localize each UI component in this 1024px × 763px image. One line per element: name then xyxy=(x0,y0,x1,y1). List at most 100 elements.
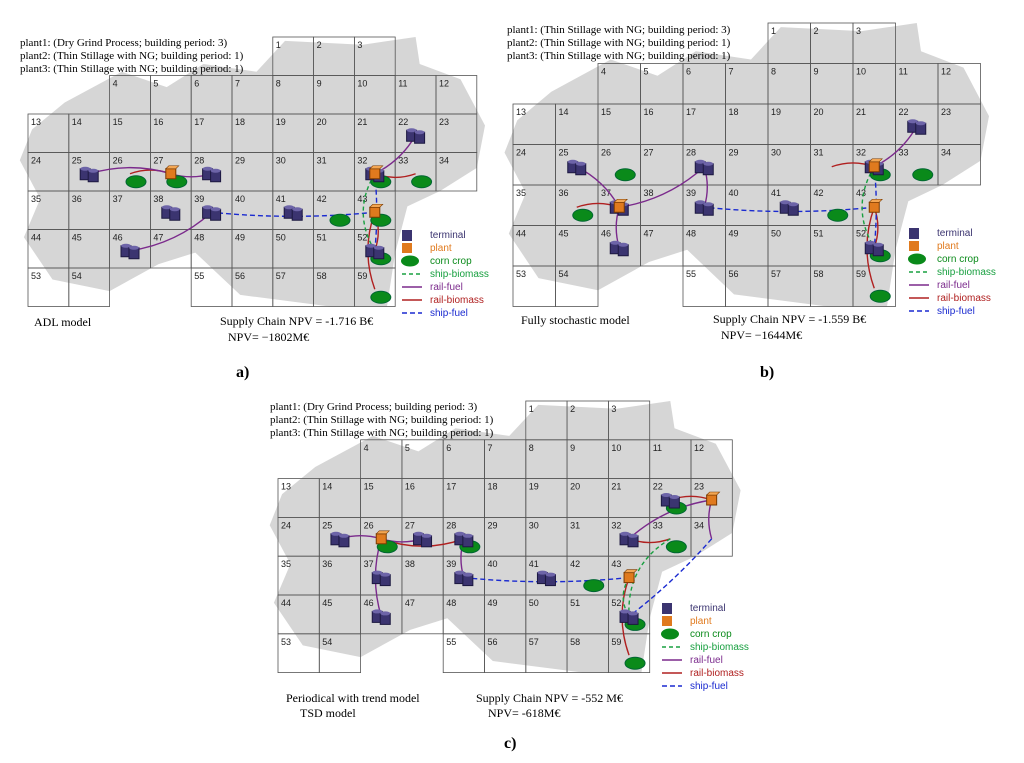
cell-number: 6 xyxy=(194,79,199,89)
npv: NPV= -618M€ xyxy=(488,706,561,720)
grid-cell xyxy=(690,516,733,557)
terminal-marker xyxy=(787,202,799,216)
cell-number: 58 xyxy=(814,269,824,279)
legend-ship-fuel-label: ship-fuel xyxy=(690,681,728,692)
cell-number: 59 xyxy=(611,637,621,647)
cell-number: 25 xyxy=(72,156,82,166)
cell-number: 12 xyxy=(694,443,704,453)
model-label: Fully stochastic model xyxy=(521,313,630,327)
cell-number: 23 xyxy=(439,117,449,127)
plant-top xyxy=(868,158,883,163)
terminal-top xyxy=(545,572,556,577)
legend-corn-icon xyxy=(401,255,419,267)
cell-number: 9 xyxy=(570,443,575,453)
cell-number: 24 xyxy=(31,156,41,166)
terminal-top xyxy=(575,161,586,166)
cell-number: 22 xyxy=(398,117,408,127)
cell-number: 28 xyxy=(194,156,204,166)
corn-crop-marker xyxy=(583,579,605,593)
cell-number: 8 xyxy=(529,443,534,453)
terminal-marker xyxy=(373,245,385,260)
model-label: Periodical with trend model xyxy=(286,691,420,705)
cell-number: 58 xyxy=(317,271,327,281)
cell-number: 45 xyxy=(559,229,569,239)
cell-number: 19 xyxy=(771,107,781,117)
cell-number: 24 xyxy=(281,520,291,530)
terminal-top xyxy=(669,495,680,499)
terminal-top xyxy=(80,166,91,171)
cell-number: 3 xyxy=(611,404,616,414)
cell-number: 10 xyxy=(856,67,866,77)
cell-number: 41 xyxy=(529,559,539,569)
terminal-marker xyxy=(627,533,639,548)
model-label: ADL model xyxy=(34,315,92,329)
cell-number: 53 xyxy=(281,637,291,647)
terminal-marker xyxy=(702,202,714,216)
terminal-marker xyxy=(421,533,433,548)
legend-corn-label: corn crop xyxy=(690,629,732,640)
cell-number: 43 xyxy=(357,194,367,204)
terminal-top xyxy=(567,159,578,164)
cell-number: 33 xyxy=(899,148,909,158)
plant1-text: plant1: (Dry Grind Process; building per… xyxy=(20,37,228,49)
cell-number: 52 xyxy=(611,598,621,608)
plant-body xyxy=(613,201,625,213)
legend-rail-biomass-label: rail-biomass xyxy=(430,295,484,306)
terminal-top xyxy=(373,245,384,250)
cell-number: 49 xyxy=(235,233,245,243)
cell-number: 1 xyxy=(276,40,281,50)
plant1-text: plant1: (Thin Stillage with NG; building… xyxy=(507,24,731,36)
plant-top xyxy=(868,198,883,203)
cell-number: 15 xyxy=(113,117,123,127)
cell-number: 9 xyxy=(814,67,819,77)
plant-top xyxy=(623,569,638,573)
cell-number: 50 xyxy=(771,229,781,239)
terminal-top xyxy=(284,205,295,210)
corn-crop-marker xyxy=(370,290,392,304)
cell-number: 17 xyxy=(686,107,696,117)
cell-number: 54 xyxy=(72,271,82,281)
cell-number: 11 xyxy=(398,79,407,89)
cell-number: 59 xyxy=(856,269,866,279)
legend-plant-label: plant xyxy=(937,241,959,252)
cell-number: 20 xyxy=(317,117,327,127)
terminal-top xyxy=(661,493,672,497)
legend-rail-fuel-label: rail-fuel xyxy=(690,655,723,666)
cell-number: 7 xyxy=(235,79,240,89)
cell-number: 30 xyxy=(771,148,781,158)
cell-number: 18 xyxy=(729,107,739,117)
cell-number: 47 xyxy=(405,598,415,608)
cell-number: 30 xyxy=(529,520,539,530)
corn-crop-marker xyxy=(572,208,594,222)
cell-number: 2 xyxy=(814,26,819,36)
grid-cell xyxy=(937,144,981,186)
cell-number: 51 xyxy=(814,229,824,239)
terminal-top xyxy=(365,243,376,248)
terminal-marker xyxy=(379,572,391,587)
terminal-top xyxy=(202,166,213,171)
cell-number: 54 xyxy=(559,269,569,279)
cell-number: 5 xyxy=(644,67,649,77)
plant-top xyxy=(375,530,390,535)
supply-chain-npv: Supply Chain NPV = -1.716 B€ xyxy=(220,314,374,328)
terminal-top xyxy=(865,240,876,245)
legend-terminal-icon xyxy=(662,603,672,614)
cell-number: 34 xyxy=(941,148,951,158)
cell-number: 50 xyxy=(276,233,286,243)
grid-cell xyxy=(435,152,478,192)
cell-number: 31 xyxy=(570,520,580,530)
plant-body xyxy=(706,494,718,506)
cell-number: 37 xyxy=(601,188,611,198)
rail-fuel-link xyxy=(628,499,712,540)
terminal-top xyxy=(210,207,221,212)
legend-rail-biomass-label: rail-biomass xyxy=(690,668,744,679)
cell-number: 35 xyxy=(31,194,41,204)
terminal-marker xyxy=(575,161,587,176)
legend-corn-label: corn crop xyxy=(430,256,472,267)
sublabel: c) xyxy=(504,735,517,752)
npv: NPV= −1802M€ xyxy=(228,330,310,344)
legend-plant-icon xyxy=(662,616,672,626)
terminal-top xyxy=(454,570,465,575)
